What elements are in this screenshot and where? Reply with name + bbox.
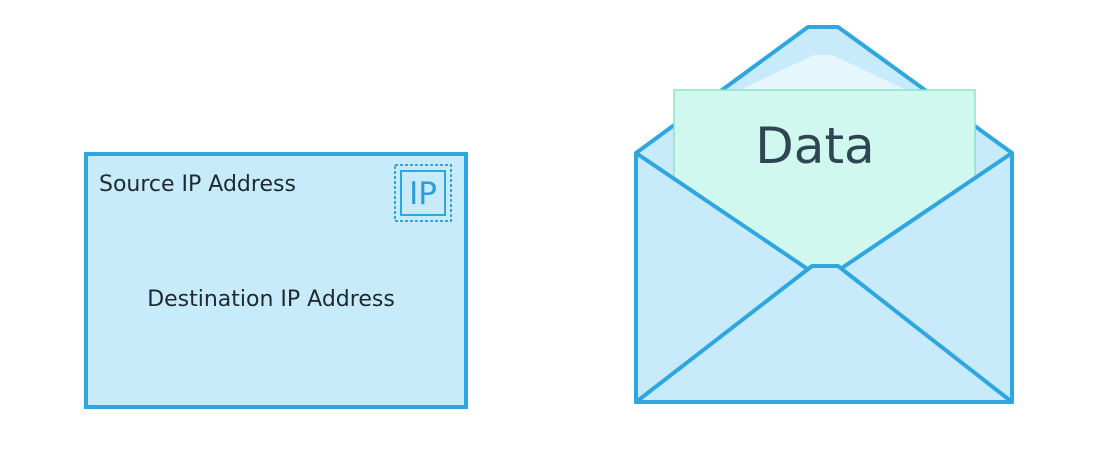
data-label: Data bbox=[755, 117, 874, 175]
envelope-front: Source IP Address Destination IP Address… bbox=[84, 152, 468, 409]
stamp-icon: IP bbox=[394, 164, 452, 222]
envelope-open: Data bbox=[634, 25, 1014, 404]
source-ip-address-label: Source IP Address bbox=[99, 172, 296, 197]
stamp-ip-label: IP bbox=[409, 176, 437, 212]
envelope-bottom-flap bbox=[634, 264, 1014, 404]
destination-ip-address-label: Destination IP Address bbox=[147, 287, 395, 312]
